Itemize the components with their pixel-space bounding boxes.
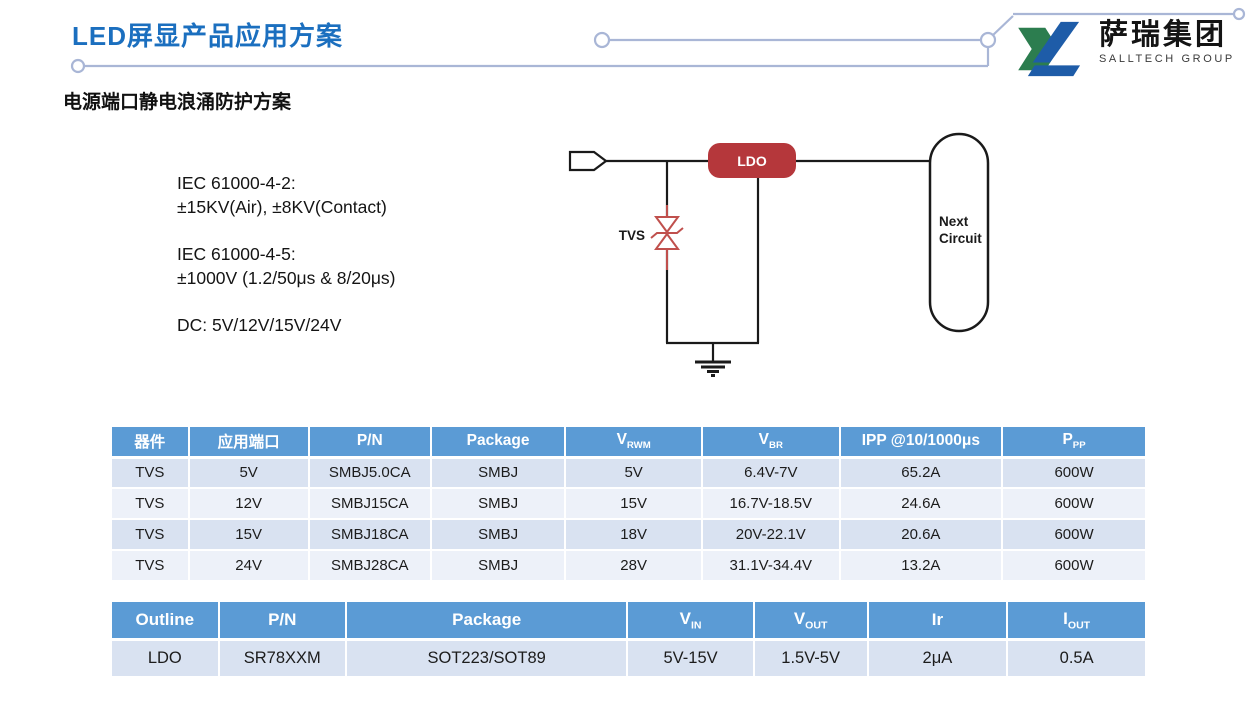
column-header: VOUT	[752, 600, 869, 641]
table-cell: 6.4V-7V	[700, 456, 841, 489]
table-cell: 5V-15V	[626, 638, 755, 678]
circuit-diagram: TVS LDO Next Circuit	[568, 132, 990, 377]
table-cell: 2μA	[866, 638, 1009, 678]
spec-line: ±1000V (1.2/50μs & 8/20μs)	[177, 268, 396, 288]
table-cell: TVS	[110, 518, 190, 551]
spec-line: IEC 61000-4-5:	[177, 244, 296, 264]
table-cell: 13.2A	[838, 549, 1004, 582]
spec-line: IEC 61000-4-2:	[177, 173, 296, 193]
tvs-diode-icon	[650, 205, 684, 270]
logo-name-en: SALLTECH GROUP	[1099, 52, 1235, 65]
table-cell: 18V	[564, 518, 703, 551]
table-cell: 65.2A	[838, 456, 1004, 489]
table-cell: SOT223/SOT89	[344, 638, 629, 678]
table-cell: TVS	[110, 456, 190, 489]
table-cell: SR78XXM	[217, 638, 347, 678]
column-header: Ir	[866, 600, 1009, 641]
table-cell: TVS	[110, 487, 190, 520]
logo-name-cn: 萨瑞集团	[1099, 19, 1228, 51]
page-title: LED屏显产品应用方案	[72, 21, 344, 51]
column-header: IPP @10/1000μs	[838, 425, 1004, 459]
next-circuit-line1: Next	[939, 214, 969, 229]
column-header: 器件	[110, 425, 190, 459]
table-cell: 24V	[187, 549, 310, 582]
table-cell: 31.1V-34.4V	[700, 549, 841, 582]
column-header: P/N	[217, 600, 347, 641]
input-connector-icon	[568, 150, 608, 172]
table-cell: 600W	[1001, 456, 1147, 489]
column-header: Package	[429, 425, 567, 459]
table-cell: SMBJ18CA	[307, 518, 432, 551]
ldo-label: LDO	[737, 153, 767, 169]
table-cell: 15V	[187, 518, 310, 551]
table-cell: 1.5V-5V	[752, 638, 869, 678]
table-cell: 20V-22.1V	[700, 518, 841, 551]
tvs-label: TVS	[619, 228, 645, 243]
next-circuit-block: Next Circuit	[928, 132, 990, 333]
table-cell: 600W	[1001, 518, 1147, 551]
table-cell: SMBJ5.0CA	[307, 456, 432, 489]
table-cell: 20.6A	[838, 518, 1004, 551]
spec-dc: DC: 5V/12V/15V/24V	[177, 313, 396, 337]
column-header: 应用端口	[187, 425, 310, 459]
spec-esd: IEC 61000-4-2: ±15KV(Air), ±8KV(Contact)	[177, 171, 396, 219]
section-title: 电源端口静电浪涌防护方案	[63, 92, 292, 113]
logo-blue-base	[1027, 65, 1081, 77]
spec-text-block: IEC 61000-4-2: ±15KV(Air), ±8KV(Contact)…	[177, 171, 396, 337]
table-cell: LDO	[110, 638, 220, 678]
column-header: IOUT	[1006, 600, 1147, 641]
table-cell: 15V	[564, 487, 703, 520]
ldo-block: LDO	[708, 143, 796, 178]
table-cell: 0.5A	[1006, 638, 1147, 678]
table-cell: SMBJ	[429, 487, 567, 520]
logo-blue-slash	[1032, 21, 1080, 63]
spec-line: DC: 5V/12V/15V/24V	[177, 315, 342, 335]
column-header: VBR	[700, 425, 841, 459]
logo-mark-icon	[1018, 21, 1081, 77]
ground-icon	[695, 360, 731, 377]
spec-surge: IEC 61000-4-5: ±1000V (1.2/50μs & 8/20μs…	[177, 242, 396, 290]
table-cell: TVS	[110, 549, 190, 582]
column-header: P/N	[307, 425, 432, 459]
column-header: VRWM	[564, 425, 703, 459]
column-header: PPP	[1001, 425, 1147, 459]
table-cell: 24.6A	[838, 487, 1004, 520]
next-circuit-line2: Circuit	[939, 231, 982, 246]
table-cell: SMBJ	[429, 518, 567, 551]
table-cell: 12V	[187, 487, 310, 520]
table-cell: SMBJ15CA	[307, 487, 432, 520]
table-cell: 600W	[1001, 487, 1147, 520]
decorative-trace-lines	[70, 7, 1246, 74]
column-header: Outline	[110, 600, 220, 641]
logo-text: 萨瑞集团 SALLTECH GROUP	[1099, 19, 1235, 65]
column-header: Package	[344, 600, 629, 641]
table-cell: 28V	[564, 549, 703, 582]
company-logo: 萨瑞集团 SALLTECH GROUP	[1016, 19, 1235, 78]
table-cell: SMBJ	[429, 456, 567, 489]
table-cell: SMBJ	[429, 549, 567, 582]
table-cell: 16.7V-18.5V	[700, 487, 841, 520]
table-cell: 600W	[1001, 549, 1147, 582]
column-header: VIN	[626, 600, 755, 641]
spec-line: ±15KV(Air), ±8KV(Contact)	[177, 197, 387, 217]
table-cell: 5V	[187, 456, 310, 489]
table-cell: SMBJ28CA	[307, 549, 432, 582]
table-cell: 5V	[564, 456, 703, 489]
